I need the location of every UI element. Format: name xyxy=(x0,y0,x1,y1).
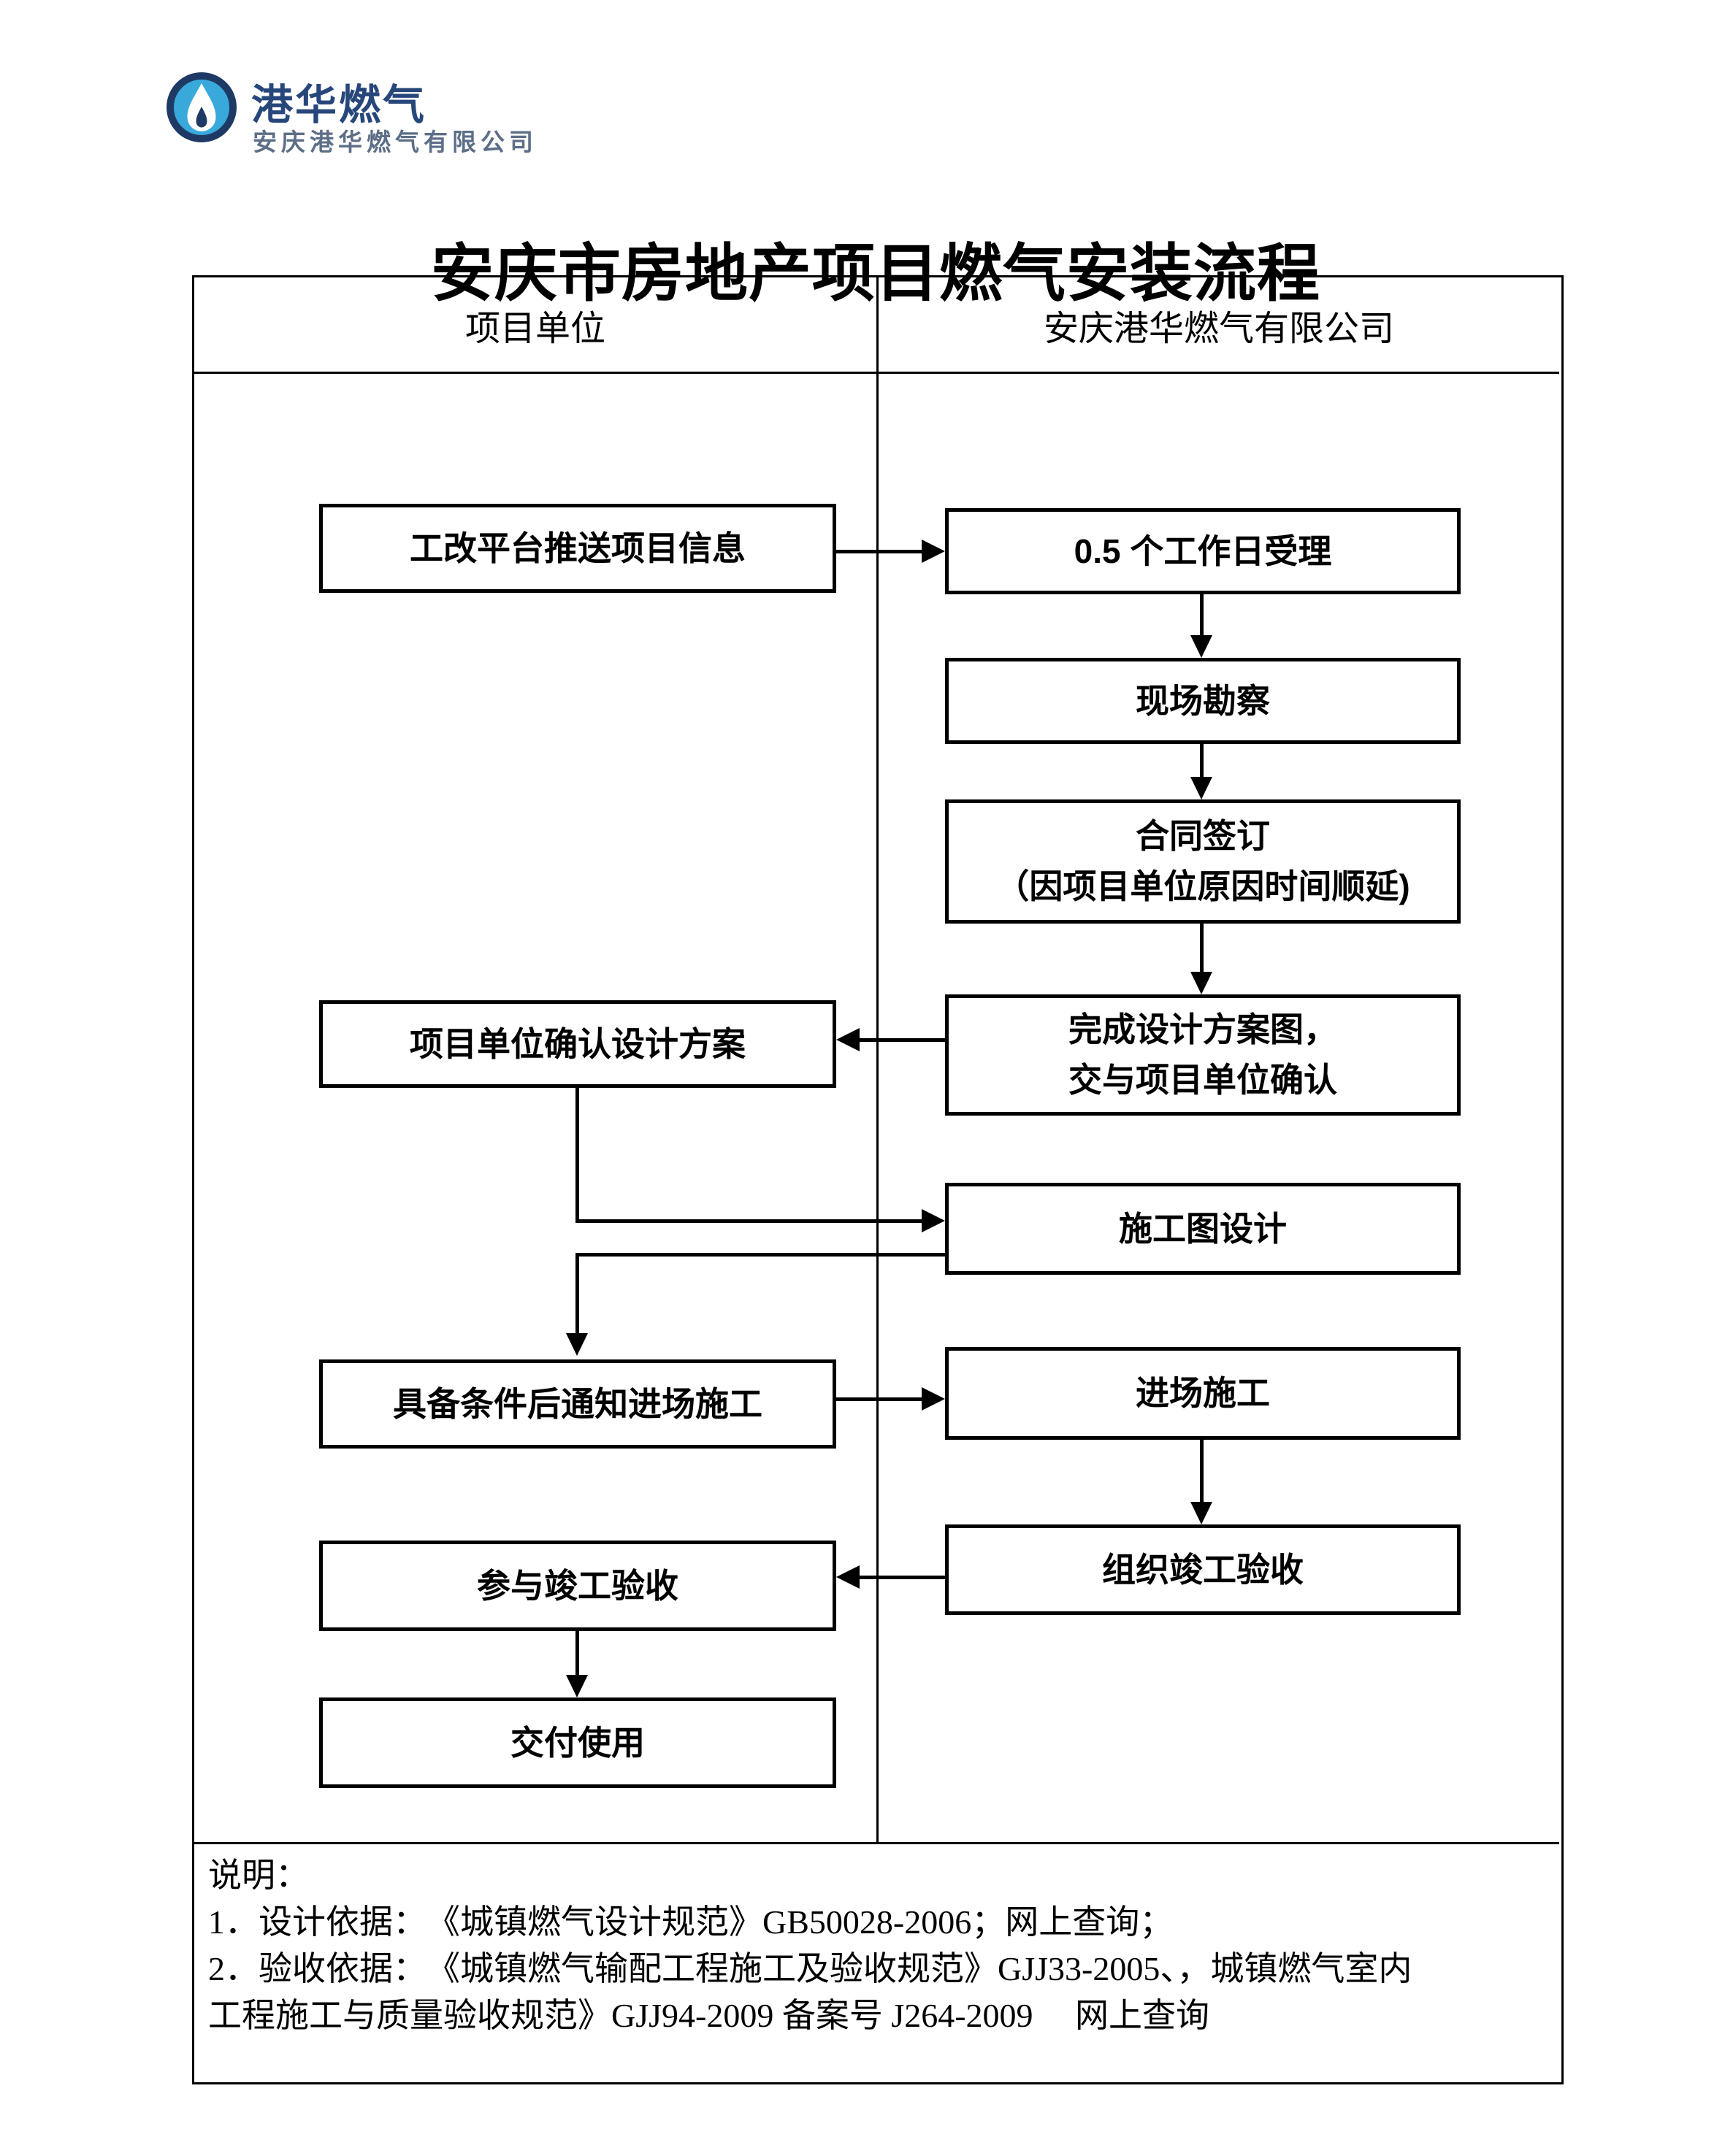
arrow-survey-to-contract-head xyxy=(1190,777,1212,799)
arrow-notify-to-enter-head xyxy=(922,1387,945,1411)
flow-box-join-acceptance: 参与竣工验收 xyxy=(319,1541,836,1631)
flow-box-design-plan: 完成设计方案图， 交与项目单位确认 xyxy=(945,994,1461,1116)
arrow-notify-to-enter-shaft xyxy=(836,1397,924,1401)
arrow-push-info-to-accept-head xyxy=(922,540,945,563)
notes-item-1: 1．设计依据： 《城镇燃气设计规范》GB50028-2006；网上查询； xyxy=(208,1903,1174,1941)
flow-box-delivery: 交付使用 xyxy=(319,1697,836,1788)
notes-heading: 说明： xyxy=(208,1857,309,1894)
arrow-enter-to-organize-shaft xyxy=(1200,1440,1204,1503)
arrow-accept-to-survey-head xyxy=(1190,635,1212,658)
arrow-organize-to-join-shaft xyxy=(858,1576,945,1579)
column-header-gas-company: 安庆港华燃气有限公司 xyxy=(1043,310,1394,348)
arrow-design-to-confirm-shaft xyxy=(858,1038,945,1042)
arrow-survey-to-contract-shaft xyxy=(1200,744,1204,778)
connector-confirm-to-drawing-head xyxy=(922,1209,945,1232)
arrow-push-info-to-accept-shaft xyxy=(836,550,924,553)
arrow-join-to-delivery-shaft xyxy=(575,1631,579,1676)
flow-box-organize-acceptance: 组织竣工验收 xyxy=(945,1524,1461,1615)
flow-box-construction-drawing: 施工图设计 xyxy=(945,1183,1461,1275)
flow-box-site-survey: 现场勘察 xyxy=(945,658,1461,744)
notes-item-2-continued: 工程施工与质量验收规范》GJJ94-2009 备案号 J264-2009 网上查… xyxy=(208,1997,1210,2034)
arrow-contract-to-design-shaft xyxy=(1200,924,1204,973)
header-bottom-line xyxy=(192,372,1559,374)
flow-box-push-info: 工改平台推送项目信息 xyxy=(319,504,836,593)
page-title: 安庆市房地产项目燃气安装流程 xyxy=(431,238,1320,309)
connector-confirm-to-drawing-vertical xyxy=(575,1088,579,1223)
connector-drawing-to-notify-vertical xyxy=(575,1253,579,1335)
flow-box-enter-construction: 进场施工 xyxy=(945,1347,1461,1440)
notes-item-2: 2．验收依据： 《城镇燃气输配工程施工及验收规范》GJJ33-2005、，城镇燃… xyxy=(208,1950,1412,1987)
arrow-organize-to-join-head xyxy=(836,1565,860,1589)
flow-box-contract: 合同签订 （因项目单位原因时间顺延) xyxy=(945,799,1461,924)
arrow-accept-to-survey-shaft xyxy=(1200,594,1204,637)
column-divider-line xyxy=(876,275,879,1844)
flow-box-notify-construction: 具备条件后通知进场施工 xyxy=(319,1359,836,1449)
connector-confirm-to-drawing-horizontal xyxy=(575,1219,925,1223)
arrow-contract-to-design-head xyxy=(1190,972,1212,994)
flow-box-confirm-design: 项目单位确认设计方案 xyxy=(319,1000,836,1088)
arrow-enter-to-organize-head xyxy=(1190,1502,1212,1524)
logo-brand-text: 港华燃气 xyxy=(251,82,427,128)
arrow-design-to-confirm-head xyxy=(836,1028,860,1051)
logo-company-text: 安庆港华燃气有限公司 xyxy=(253,128,538,156)
arrow-join-to-delivery-head xyxy=(566,1675,588,1697)
towngas-flame-logo-icon xyxy=(167,72,237,142)
column-header-project-unit: 项目单位 xyxy=(464,310,605,348)
connector-drawing-to-notify-horizontal xyxy=(575,1253,945,1257)
notes-separator-line xyxy=(192,1842,1559,1844)
connector-drawing-to-notify-head xyxy=(566,1333,588,1356)
flow-box-accept: 0.5 个工作日受理 xyxy=(945,508,1461,594)
